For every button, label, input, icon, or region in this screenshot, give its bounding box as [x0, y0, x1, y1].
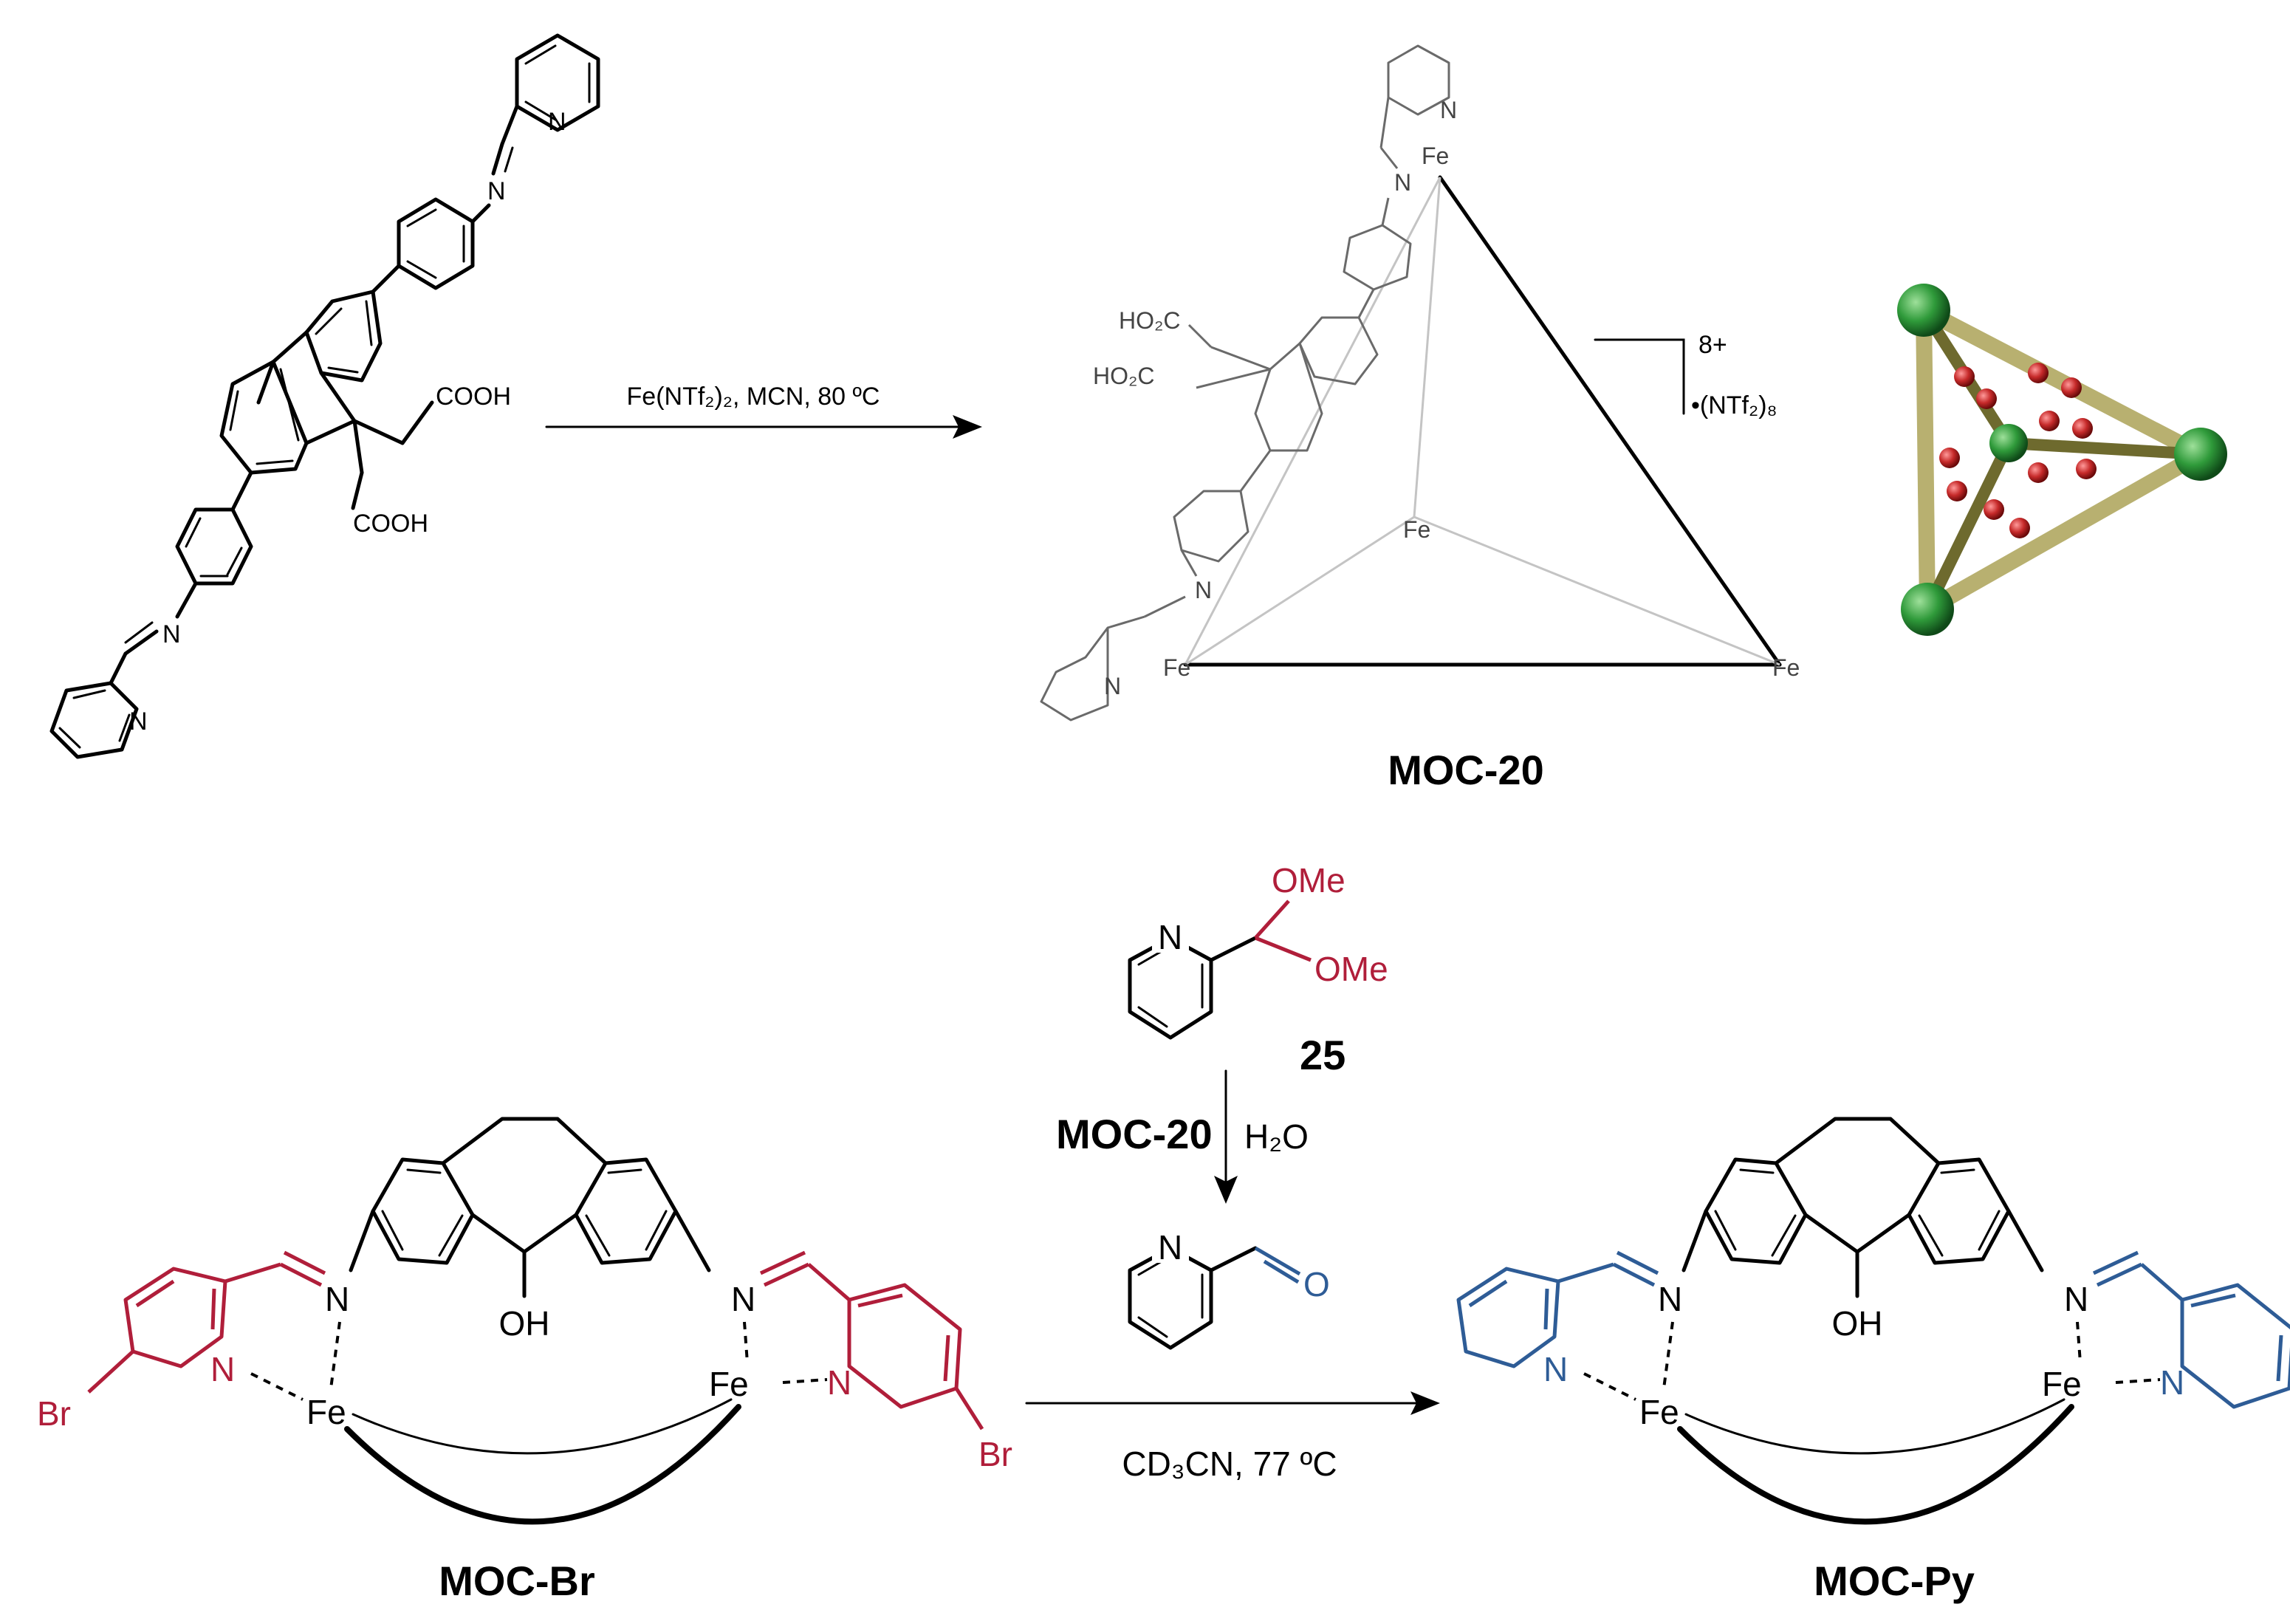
- ligand-bottom-pyridine-ring: [49, 681, 139, 759]
- moc-br-oh: OH: [499, 1304, 550, 1343]
- moc20-fe-left: Fe: [1163, 654, 1190, 681]
- moc-br-fe-right: Fe: [709, 1365, 749, 1403]
- moc20-n-pyridine-bottom: N: [1104, 673, 1121, 699]
- reagent-25: N OMe OMe 25: [1128, 861, 1388, 1078]
- reaction-arrow-2: CD₃CN, 77 ºC: [1025, 1391, 1440, 1483]
- hydrolysis-arrow: MOC-20 H₂O: [1056, 1069, 1309, 1204]
- cage-fe-sphere-center: [1989, 424, 2028, 462]
- moc20-n-imine-top: N: [1394, 169, 1411, 196]
- ligand-n-top-imine: N: [487, 177, 506, 205]
- ligand-fluorene-upper-ring: [304, 289, 383, 383]
- moc-py-left-aryl-ring: [1704, 1157, 1808, 1265]
- moc-py-fe-left: Fe: [1639, 1393, 1679, 1431]
- reaction-arrow-1: Fe(NTf₂)₂, MCN, 80 ºC: [545, 383, 982, 439]
- moc20-cage-structure: Fe Fe Fe Fe N N HO₂C HO₂C N N 8+ •(NTf₂)…: [1040, 44, 1800, 793]
- moc-py-n-right-imine: N: [2064, 1280, 2088, 1318]
- moc20-fluorene-lower: [1254, 342, 1323, 452]
- ligand-upper-phenyl: [397, 197, 475, 290]
- moc-py-name: MOC-Py: [1814, 1558, 1975, 1604]
- cage-fe-sphere-bottom: [1901, 583, 1954, 636]
- moc20-fe-top: Fe: [1422, 143, 1449, 169]
- moc-py-right-pyridine: [2180, 1283, 2290, 1409]
- moc-br-n-left-imine: N: [325, 1280, 349, 1318]
- moc-py-left-pyridine: [1456, 1267, 1560, 1368]
- moc20-charge: 8+: [1698, 331, 1727, 359]
- moc20-lower-phenyl: [1173, 490, 1249, 563]
- cage-fe-sphere-right: [2174, 428, 2227, 481]
- moc20-bottom-pyridine: [1040, 626, 1109, 722]
- moc-br-br-left: Br: [37, 1394, 71, 1433]
- hydrolysis-water: H₂O: [1244, 1117, 1309, 1156]
- ligand-lower-phenyl: [175, 507, 253, 586]
- moc20-fluorene-upper: [1298, 316, 1379, 386]
- aldehyde-o: O: [1303, 1265, 1330, 1303]
- moc-br-br-right: Br: [978, 1435, 1012, 1473]
- reagent-ome-top: OMe: [1272, 861, 1345, 900]
- moc-br-n-right-imine: N: [731, 1280, 755, 1318]
- ligand-cooh-bottom: COOH: [353, 510, 428, 538]
- moc20-counterion: •(NTf₂)₈: [1691, 391, 1778, 419]
- moc20-upper-phenyl: [1343, 224, 1412, 291]
- hydrolysis-catalyst: MOC-20: [1056, 1111, 1213, 1157]
- moc20-fe-center: Fe: [1403, 516, 1430, 543]
- step2-conditions: CD₃CN, 77 ºC: [1122, 1445, 1337, 1483]
- cage-fe-sphere-top: [1897, 284, 1950, 337]
- moc20-fe-right: Fe: [1772, 654, 1800, 681]
- moc-py-fe-right: Fe: [2042, 1365, 2082, 1403]
- moc20-n-pyridine: N: [1440, 97, 1457, 123]
- moc-br-left-aryl-ring: [371, 1157, 475, 1265]
- moc-br-n-left-py: N: [210, 1350, 235, 1388]
- fluorene-ligand: N N COOH COOH: [49, 33, 600, 759]
- moc20-n-imine-bottom: N: [1195, 577, 1212, 603]
- aldehyde-n: N: [1158, 1228, 1182, 1267]
- reagent-ome-bottom: OMe: [1314, 950, 1388, 988]
- moc-py-n-left-py: N: [1543, 1350, 1568, 1388]
- reagent-compound-number: 25: [1300, 1032, 1345, 1078]
- moc20-3d-model: [1897, 284, 2227, 636]
- moc-br-n-right-py: N: [827, 1363, 851, 1402]
- moc-br-complex: OH N N Br N N Br Fe Fe M: [37, 1117, 1012, 1604]
- pyridine-2-carbaldehyde: N O: [1128, 1226, 1330, 1350]
- moc20-co2h-upper: HO₂C: [1119, 307, 1181, 334]
- ligand-n-top-pyridine: N: [548, 108, 566, 136]
- ligand-n-bottom-pyridine: N: [129, 707, 148, 736]
- moc-br-right-aryl-ring: [574, 1157, 678, 1265]
- moc20-name: MOC-20: [1388, 747, 1544, 793]
- moc20-co2h-lower: HO₂C: [1093, 363, 1155, 389]
- moc-br-name: MOC-Br: [439, 1558, 595, 1604]
- moc-py-n-left-imine: N: [1658, 1280, 1682, 1318]
- moc-br-fe-left: Fe: [306, 1393, 346, 1431]
- moc-py-n-right-py: N: [2160, 1363, 2184, 1402]
- ligand-n-bottom-imine: N: [162, 620, 181, 648]
- moc-py-right-aryl-ring: [1907, 1157, 2011, 1265]
- moc-py-oh: OH: [1832, 1304, 1883, 1343]
- ligand-cooh-top: COOH: [436, 383, 511, 411]
- moc-py-complex: OH N N N N Fe Fe MOC-Py: [1456, 1117, 2290, 1604]
- reagent-n: N: [1158, 918, 1182, 956]
- step1-conditions: Fe(NTf₂)₂, MCN, 80 ºC: [627, 383, 880, 411]
